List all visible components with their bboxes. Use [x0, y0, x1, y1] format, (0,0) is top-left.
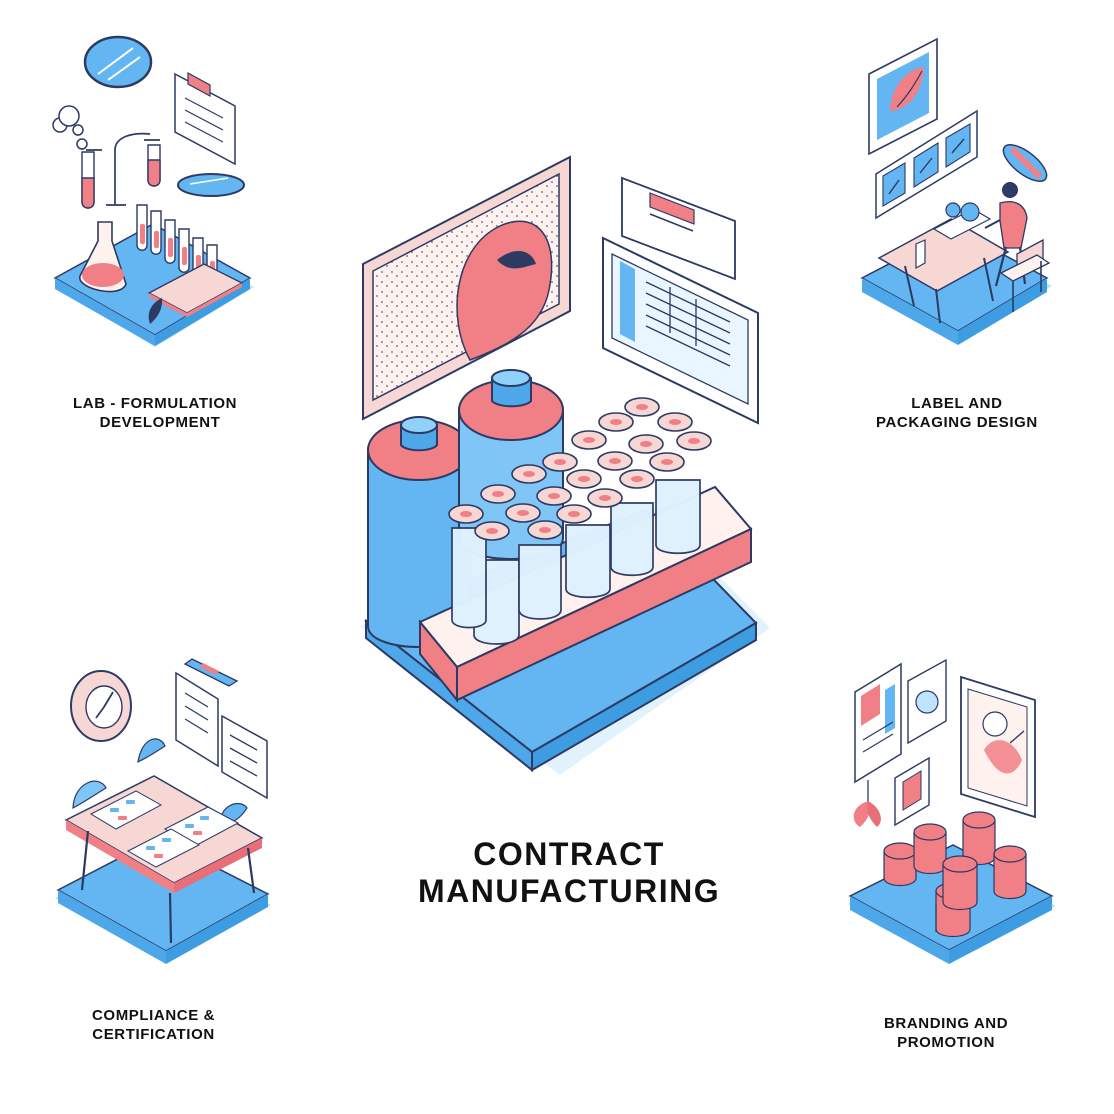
table-icon	[64, 775, 264, 944]
branding-line-2: PROMOTION	[897, 1034, 996, 1052]
branding-promotion-module	[848, 658, 1056, 964]
contract-title-line-1: CONTRACT	[473, 836, 665, 872]
tube-rack-icon	[418, 397, 753, 703]
picture-frame-icon	[868, 37, 938, 156]
lab-formulation-label: LAB - FORMULATION DEVELOPMENT	[73, 394, 237, 432]
desk-icon	[877, 202, 1010, 324]
label-frames-icon	[875, 109, 978, 220]
branding-line-1: BRANDING AND	[884, 1015, 1009, 1032]
clock-icon	[70, 670, 132, 742]
label-packaging-module	[860, 37, 1052, 345]
label-packaging-design-label: LABEL AND PACKAGING DESIGN	[876, 394, 1038, 432]
lab-formulation-line-1: LAB - FORMULATION	[73, 395, 238, 412]
poster-icon	[854, 658, 1036, 827]
clipboard-icon	[174, 71, 236, 166]
compliance-certification-label: COMPLIANCE & CERTIFICATION	[92, 1006, 215, 1044]
lab-stand-icon	[86, 132, 160, 206]
brush-icon	[1002, 144, 1048, 182]
petri-dish-icon	[83, 35, 245, 197]
sample-tray-icon	[147, 263, 244, 324]
display-panel-icon	[362, 155, 571, 421]
large-bottle-icon	[367, 416, 471, 648]
compliance-line-2: CERTIFICATION	[92, 1026, 215, 1044]
branding-promotion-label: BRANDING AND PROMOTION	[884, 1014, 1008, 1052]
plant-icon	[72, 738, 248, 828]
chair-icon	[999, 238, 1051, 312]
label-packaging-line-2: PACKAGING DESIGN	[876, 414, 1038, 432]
lab-formulation-module	[52, 35, 254, 347]
data-table-display-icon	[602, 236, 759, 425]
note-card-icon	[621, 176, 736, 281]
compliance-certification-module	[55, 658, 271, 964]
bubble-icons	[52, 105, 88, 150]
document-icon	[175, 671, 268, 800]
contract-title-line-2: MANUFACTURING	[418, 873, 721, 910]
coin-stack-icon	[883, 811, 1027, 938]
pen-icon	[183, 658, 239, 687]
flask-icon	[79, 221, 127, 293]
compliance-line-1: COMPLIANCE &	[92, 1007, 216, 1024]
lab-formulation-line-2: DEVELOPMENT	[99, 414, 221, 432]
leaf-icon	[853, 780, 881, 827]
contract-manufacturing-title: CONTRACT MANUFACTURING	[418, 836, 720, 910]
central-manufacturing-module	[360, 155, 770, 775]
label-packaging-line-1: LABEL AND	[911, 395, 1003, 412]
